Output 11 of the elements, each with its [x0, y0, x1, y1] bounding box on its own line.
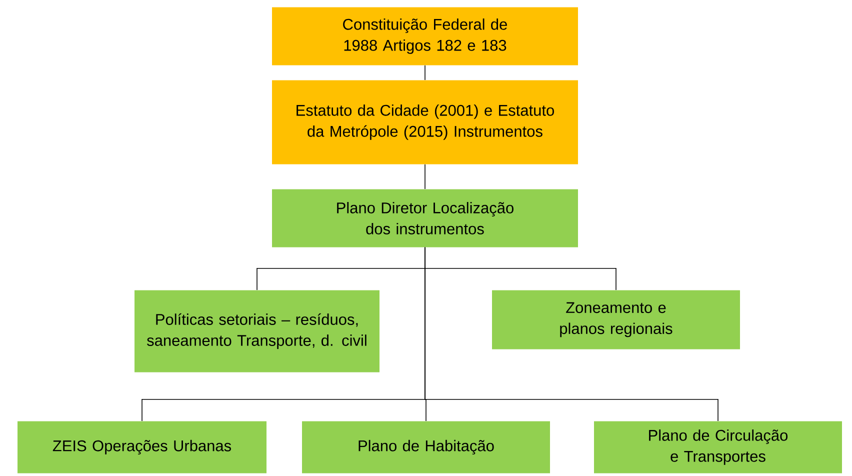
- process-box: Zoneamento e planos regionais: [492, 290, 740, 350]
- connector-line: [424, 247, 718, 422]
- connector-line: [424, 164, 426, 190]
- process-box: Constituição Federal de 1988 Artigos 182 e 183: [272, 7, 578, 66]
- process-box: Plano de Circulação e Transportes: [594, 421, 842, 474]
- process-box: Estatuto da Cidade (2001) e Estatuto da Metrópole (2015) Instrumentos: [272, 80, 578, 164]
- process-box: Plano de Habitação: [302, 421, 550, 474]
- process-box: Políticas setoriais – resíduos, saneamento Transporte, d. civil: [134, 290, 380, 372]
- process-box: ZEIS Operações Urbanas: [18, 421, 266, 474]
- process-box: Plano Diretor Localização dos instrumentos: [272, 189, 578, 248]
- connector-line: [424, 65, 426, 80]
